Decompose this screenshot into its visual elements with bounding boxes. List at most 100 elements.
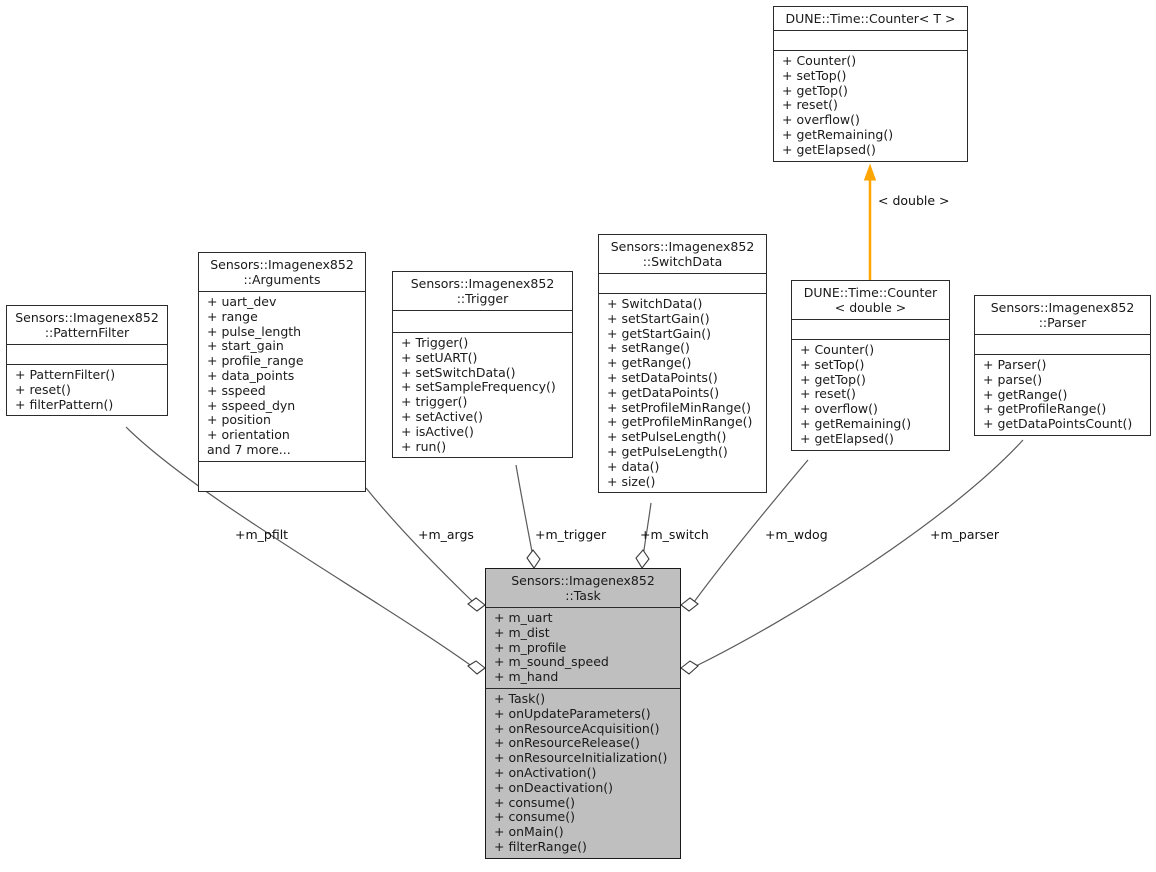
member-row: + parse()	[983, 371, 1043, 387]
edge-label-m-pfilt: +m_pfilt	[235, 527, 289, 542]
member-row: + onResourceAcquisition()	[494, 720, 660, 736]
member-row: + getDataPoints()	[607, 384, 720, 400]
member-row: + PatternFilter()	[15, 367, 116, 382]
member-row: + setActive()	[401, 408, 483, 424]
member-row: + size()	[607, 473, 656, 489]
class-title: Sensors::Imagenex852 ::SwitchData	[599, 235, 766, 274]
member-row: + m_profile	[494, 639, 567, 655]
member-row: + setSwitchData()	[401, 364, 516, 380]
member-row: + setSampleFrequency()	[401, 379, 556, 395]
member-row: + onResourceRelease()	[494, 735, 640, 751]
member-row: + m_hand	[494, 669, 559, 685]
member-row: + setStartGain()	[607, 310, 710, 326]
member-row: + reset()	[800, 386, 856, 402]
member-row: + getTop()	[800, 371, 866, 387]
class-attributes: + m_uart + m_dist + m_profile + m_sound_…	[486, 608, 680, 689]
member-row: + onUpdateParameters()	[494, 705, 651, 721]
class-box-task[interactable]: Sensors::Imagenex852 ::Task + m_uart + m…	[485, 568, 681, 859]
member-row: + sspeed_dyn	[207, 397, 296, 413]
member-row: and 7 more...	[207, 441, 291, 457]
template-binding-label: < double >	[878, 193, 950, 208]
edge-m-trigger	[515, 464, 541, 569]
member-row: + onActivation()	[494, 764, 597, 780]
member-row: + run()	[401, 438, 447, 454]
member-row: + sspeed	[207, 382, 266, 398]
member-row: + setProfileMinRange()	[607, 399, 751, 415]
member-row: + getDataPointsCount()	[983, 416, 1133, 432]
class-box-counter-double[interactable]: DUNE::Time::Counter < double > + Counter…	[791, 280, 950, 451]
class-box-counter-t[interactable]: DUNE::Time::Counter< T > + Counter() + s…	[773, 6, 968, 162]
edge-label-m-parser: +m_parser	[930, 527, 999, 542]
member-row: + trigger()	[401, 394, 468, 410]
member-row: + orientation	[207, 427, 290, 443]
class-title: Sensors::Imagenex852 ::Arguments	[199, 253, 365, 292]
member-row: + Trigger()	[401, 335, 469, 350]
member-row: + overflow()	[800, 401, 878, 417]
member-row: + isActive()	[401, 423, 474, 439]
class-attributes: + uart_dev + range + pulse_length + star…	[199, 292, 365, 462]
edge-label-m-args: +m_args	[418, 527, 474, 542]
member-row: + Task()	[494, 690, 546, 706]
class-methods: + PatternFilter() + reset() + filterPatt…	[7, 365, 167, 415]
member-row: + filterRange()	[494, 838, 587, 854]
member-row: + profile_range	[207, 353, 304, 369]
member-row: + getRange()	[983, 386, 1068, 402]
class-attributes	[7, 345, 167, 365]
edge-label-m-trigger: +m_trigger	[535, 527, 607, 542]
member-row: + getStartGain()	[607, 325, 712, 341]
member-row: + getProfileMinRange()	[607, 414, 753, 430]
member-row: + consume()	[494, 794, 575, 810]
edge-template-instantiation	[863, 163, 877, 281]
member-row: + setUART()	[401, 349, 478, 365]
member-row: + getTop()	[782, 82, 848, 98]
member-row: + setTop()	[782, 67, 847, 83]
member-row: + getRemaining()	[782, 126, 894, 142]
member-row: + onMain()	[494, 824, 564, 840]
member-row: + Counter()	[782, 53, 857, 68]
member-row: + position	[207, 412, 271, 428]
class-attributes	[792, 320, 949, 340]
class-methods: + Parser() + parse() + getRange() + getP…	[975, 355, 1150, 435]
class-attributes	[774, 31, 967, 51]
member-row: + setTop()	[800, 356, 865, 372]
class-methods: + SwitchData() + setStartGain() + getSta…	[599, 294, 766, 492]
class-methods	[199, 462, 365, 491]
member-row: + reset()	[782, 97, 838, 113]
member-row: + m_uart	[494, 610, 553, 625]
member-row: + data()	[607, 458, 660, 474]
member-row: + Counter()	[800, 342, 875, 357]
member-row: + reset()	[15, 381, 71, 397]
member-row: + SwitchData()	[607, 296, 703, 311]
class-title: DUNE::Time::Counter < double >	[792, 281, 949, 320]
member-row: + onDeactivation()	[494, 779, 613, 795]
edge-m-args	[365, 487, 486, 612]
edge-label-m-switch: +m_switch	[640, 527, 709, 542]
member-row: + getPulseLength()	[607, 443, 728, 459]
class-title: Sensors::Imagenex852 ::PatternFilter	[7, 306, 167, 345]
class-box-trigger[interactable]: Sensors::Imagenex852 ::Trigger + Trigger…	[392, 271, 573, 459]
class-attributes	[393, 311, 572, 333]
member-row: + start_gain	[207, 338, 284, 354]
class-title: Sensors::Imagenex852 ::Parser	[975, 296, 1150, 335]
class-box-arguments[interactable]: Sensors::Imagenex852 ::Arguments + uart_…	[198, 252, 366, 492]
class-box-pattern-filter[interactable]: Sensors::Imagenex852 ::PatternFilter + P…	[6, 305, 168, 417]
class-methods: + Trigger() + setUART() + setSwitchData(…	[393, 333, 572, 457]
class-methods: + Task() + onUpdateParameters() + onReso…	[486, 689, 680, 858]
member-row: + pulse_length	[207, 323, 302, 339]
member-row: + range	[207, 308, 258, 324]
member-row: + setPulseLength()	[607, 429, 727, 445]
class-title: Sensors::Imagenex852 ::Trigger	[393, 272, 572, 311]
class-title: Sensors::Imagenex852 ::Task	[486, 569, 680, 608]
member-row: + uart_dev	[207, 294, 277, 309]
member-row: + getRange()	[607, 355, 692, 371]
class-title: DUNE::Time::Counter< T >	[774, 7, 967, 31]
class-box-switch-data[interactable]: Sensors::Imagenex852 ::SwitchData + Swit…	[598, 234, 767, 494]
class-attributes	[975, 335, 1150, 355]
member-row: + getRemaining()	[800, 415, 912, 431]
member-row: + filterPattern()	[15, 396, 114, 412]
class-box-parser[interactable]: Sensors::Imagenex852 ::Parser + Parser()…	[974, 295, 1151, 436]
member-row: + Parser()	[983, 357, 1047, 372]
member-row: + overflow()	[782, 112, 860, 128]
member-row: + m_dist	[494, 624, 550, 640]
